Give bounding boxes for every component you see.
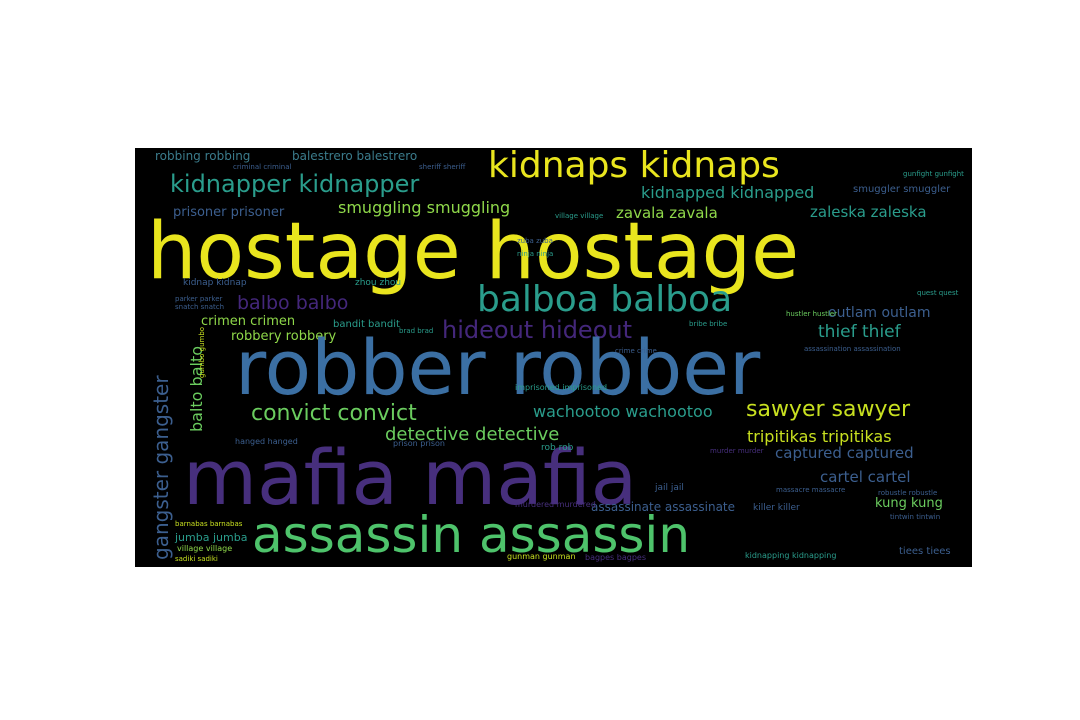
cloud-word: tiees tiees <box>899 546 951 557</box>
cloud-word: sawyer sawyer <box>746 397 911 422</box>
cloud-word: jumba jumba <box>175 531 248 544</box>
cloud-word: tripitikas tripitikas <box>747 427 892 446</box>
cloud-word: kidnapped kidnapped <box>641 183 815 202</box>
cloud-word: gumbo gumbo <box>198 326 206 378</box>
cloud-word: massacre massacre <box>776 486 846 494</box>
cloud-word: smuggling smuggling <box>338 198 511 217</box>
cloud-word: thief thief <box>818 322 901 342</box>
cloud-word: tintwin tintwin <box>890 513 941 521</box>
cloud-word: barnabas barnabas <box>175 520 243 528</box>
cloud-word: kidnap kidnap <box>183 278 247 288</box>
cloud-word: balestrero balestrero <box>292 149 418 163</box>
cloud-word: zavala zavala <box>616 204 718 222</box>
cloud-word: hanged hanged <box>235 437 298 446</box>
cloud-word: assassination assassination <box>804 345 901 353</box>
cloud-word: wachootoo wachootoo <box>533 402 713 421</box>
cloud-word: imprisoned imprisoned <box>515 383 608 392</box>
cloud-word: smuggler smuggler <box>853 184 951 195</box>
cloud-word: zaleska zaleska <box>810 203 927 221</box>
cloud-word: kidnapper kidnapper <box>170 170 420 198</box>
cloud-word: village village <box>177 544 233 553</box>
cloud-word: gunfight gunfight <box>903 170 964 178</box>
cloud-word: convict convict <box>251 401 417 426</box>
cloud-word: detective detective <box>385 424 560 445</box>
cloud-word: hideout hideout <box>442 316 632 344</box>
cloud-word: bandit bandit <box>333 319 400 330</box>
cloud-word: criminal criminal <box>233 163 292 171</box>
cloud-word: rob rob <box>541 443 574 453</box>
cloud-word: zhou zhou <box>355 278 402 288</box>
cloud-word: crimen crimen <box>201 314 296 329</box>
cloud-word: killer killer <box>753 503 800 513</box>
cloud-word: robbing robbing <box>155 149 251 163</box>
cloud-word: murdered murdered <box>515 500 596 509</box>
cloud-word: robbery robbery <box>231 329 337 344</box>
cloud-word: robustle robustle <box>878 489 938 497</box>
cloud-word: balbo balbo <box>237 292 349 314</box>
cloud-word: prisoner prisoner <box>173 205 285 220</box>
cloud-word: jail jail <box>655 483 684 493</box>
cloud-word: assassinate assassinate <box>591 500 736 514</box>
cloud-word: kidnaps kidnaps <box>488 148 780 186</box>
cloud-word: brad brad <box>399 327 434 335</box>
cloud-word: hustler hustler <box>786 310 838 318</box>
cloud-word: crime crime <box>615 347 657 355</box>
cloud-word: robber robber <box>235 323 761 412</box>
cloud-word: outlam outlam <box>828 305 931 321</box>
cloud-word: prison prison <box>393 439 445 448</box>
cloud-word: ninja ninja <box>517 250 554 258</box>
cloud-word: parker parker <box>175 295 223 303</box>
cloud-word: gunman gunman <box>507 552 576 561</box>
cloud-word: balboa balboa <box>477 279 733 320</box>
cloud-word: quest quest <box>917 289 959 297</box>
cloud-word: assassin assassin <box>252 506 691 564</box>
cloud-word: snatch snatch <box>175 303 225 311</box>
cloud-word: village village <box>555 212 604 220</box>
cloud-word: zuba zuba <box>517 237 553 245</box>
cloud-word: mafia mafia <box>183 433 638 522</box>
cloud-word: hostage hostage <box>147 207 800 297</box>
cloud-word: cartel cartel <box>820 468 911 486</box>
cloud-word: captured captured <box>775 444 914 462</box>
cloud-word: bribe bribe <box>689 320 728 328</box>
cloud-word: kidnapping kidnapping <box>745 551 837 560</box>
word-cloud: robbing robbing balestrero balestrero kidn… <box>135 148 972 567</box>
cloud-word: murder murder <box>710 447 764 455</box>
cloud-word: bagpes bagpes <box>585 553 646 562</box>
cloud-word: gangster gangster <box>149 375 173 560</box>
cloud-word: sadiki sadiki <box>175 555 218 563</box>
cloud-word: kung kung <box>875 496 943 511</box>
cloud-word: sheriff sheriff <box>419 163 466 171</box>
